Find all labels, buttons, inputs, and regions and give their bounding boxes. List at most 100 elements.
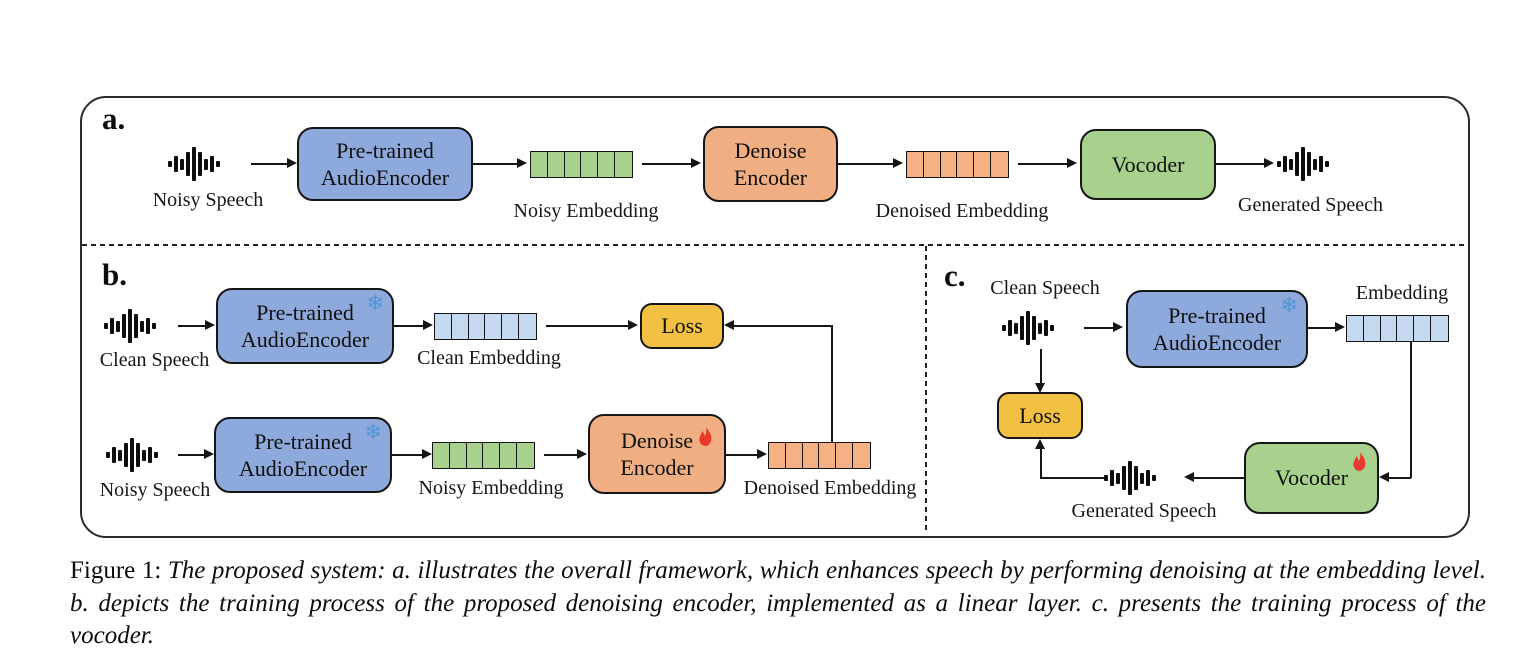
embedding-cell <box>597 151 616 178</box>
embedding-cell <box>517 313 537 340</box>
connector-line <box>831 326 834 443</box>
embedding-cell <box>501 313 520 340</box>
arrowhead-right <box>422 449 432 459</box>
embedding-cell <box>465 442 485 469</box>
noisy-embedding-strip <box>432 442 535 469</box>
arrow-line <box>1084 327 1114 330</box>
encoder-line1: Pre-trained <box>254 428 352 454</box>
arrow-line <box>178 325 206 328</box>
vocoder-label: Vocoder <box>1275 465 1348 491</box>
connector-line <box>1040 449 1043 479</box>
arrowhead-right <box>287 158 297 168</box>
embedding-strip <box>1346 315 1449 342</box>
pretrained-audioencoder-box: ❄ Pre-trained AudioEncoder <box>214 417 392 493</box>
embedding-cell <box>768 442 787 469</box>
encoder-line2: AudioEncoder <box>238 456 368 481</box>
connector-line <box>1410 342 1413 478</box>
arrowhead-right <box>757 449 767 459</box>
embedding-cell <box>515 442 535 469</box>
waveform-icon <box>1104 461 1156 495</box>
arrowhead-right <box>893 158 903 168</box>
denoised-embedding-label: Denoised Embedding <box>875 200 1049 222</box>
arrow-line <box>473 163 518 166</box>
embedding-cell <box>989 151 1009 178</box>
arrowhead-right <box>691 158 701 168</box>
connector-line <box>734 325 833 328</box>
pretrained-audioencoder-box: ❄ Pre-trained AudioEncoder <box>1126 290 1308 368</box>
waveform-icon <box>106 438 158 472</box>
connector-line <box>1389 477 1411 480</box>
embedding-cell <box>906 151 925 178</box>
embedding-cell <box>956 151 975 178</box>
arrowhead-right <box>1264 158 1274 168</box>
arrowhead-right <box>423 320 433 330</box>
embedding-cell <box>1413 315 1432 342</box>
clean-embedding-strip <box>434 313 537 340</box>
denoise-line1: Denoise <box>620 427 694 453</box>
loss-label: Loss <box>1019 402 1061 428</box>
caption-prefix: Figure 1: <box>70 557 168 584</box>
pretrained-audioencoder-box: ❄ Pre-trained AudioEncoder <box>216 288 394 364</box>
generated-speech-label: Generated Speech <box>1071 500 1217 522</box>
embedding-cell <box>432 442 451 469</box>
denoised-embedding-strip <box>768 442 871 469</box>
pretrained-audioencoder-box: Pre-trained AudioEncoder <box>297 127 473 201</box>
arrow-line <box>642 163 692 166</box>
loss-label: Loss <box>661 313 703 339</box>
denoise-line2: Encoder <box>620 455 694 480</box>
arrowhead-right <box>577 449 587 459</box>
embedding-cell <box>1379 315 1399 342</box>
snowflake-icon: ❄ <box>1280 293 1298 317</box>
panel-a-label: a. <box>102 101 126 136</box>
arrow-line <box>546 325 629 328</box>
flame-icon <box>1353 451 1366 471</box>
arrowhead-right <box>204 449 214 459</box>
arrowhead-left <box>724 320 734 330</box>
flame-icon <box>699 426 712 446</box>
arrow-line <box>178 454 205 457</box>
arrowhead-down <box>1035 383 1045 393</box>
arrowhead-right <box>517 158 527 168</box>
noisy-embedding-label: Noisy Embedding <box>418 477 564 499</box>
encoder-line2: AudioEncoder <box>1152 330 1282 355</box>
arrowhead-left <box>1379 472 1389 482</box>
caption-body: The proposed system: a. illustrates the … <box>70 557 1486 649</box>
arrow-line <box>726 454 758 457</box>
embedding-cell <box>922 151 942 178</box>
waveform-icon <box>104 309 156 343</box>
generated-speech-label: Generated Speech <box>1238 194 1383 216</box>
embedding-cell <box>939 151 959 178</box>
arrow-line <box>392 454 423 457</box>
waveform-icon <box>1277 147 1329 181</box>
snowflake-icon: ❄ <box>364 420 382 444</box>
encoder-line1: Pre-trained <box>336 137 434 163</box>
clean-speech-label: Clean Speech <box>99 349 210 371</box>
denoise-line2: Encoder <box>733 165 808 190</box>
arrowhead-up <box>1035 439 1045 449</box>
embedding-cell <box>484 313 503 340</box>
embedding-cell <box>467 313 487 340</box>
embedding-cell <box>580 151 599 178</box>
vocoder-box: Vocoder <box>1080 129 1216 200</box>
denoised-embedding-strip <box>906 151 1009 178</box>
denoise-encoder-box: Denoise Encoder <box>588 414 726 494</box>
denoise-encoder-box: Denoise Encoder <box>703 126 838 202</box>
embedding-cell <box>851 442 871 469</box>
panel-divider-horizontal <box>82 244 1466 246</box>
waveform-icon <box>1002 311 1054 345</box>
arrowhead-left <box>1184 472 1194 482</box>
arrow-line <box>394 325 424 328</box>
clean-speech-label: Clean Speech <box>990 277 1100 299</box>
embedding-cell <box>784 442 804 469</box>
denoise-line1: Denoise <box>734 137 807 163</box>
arrowhead-right <box>628 320 638 330</box>
connector-line <box>1041 477 1104 480</box>
arrow-line <box>251 163 288 166</box>
embedding-cell <box>973 151 992 178</box>
embedding-cell <box>546 151 566 178</box>
embedding-cell <box>1429 315 1449 342</box>
embedding-cell <box>450 313 470 340</box>
embedding-cell <box>613 151 633 178</box>
arrowhead-right <box>205 320 215 330</box>
